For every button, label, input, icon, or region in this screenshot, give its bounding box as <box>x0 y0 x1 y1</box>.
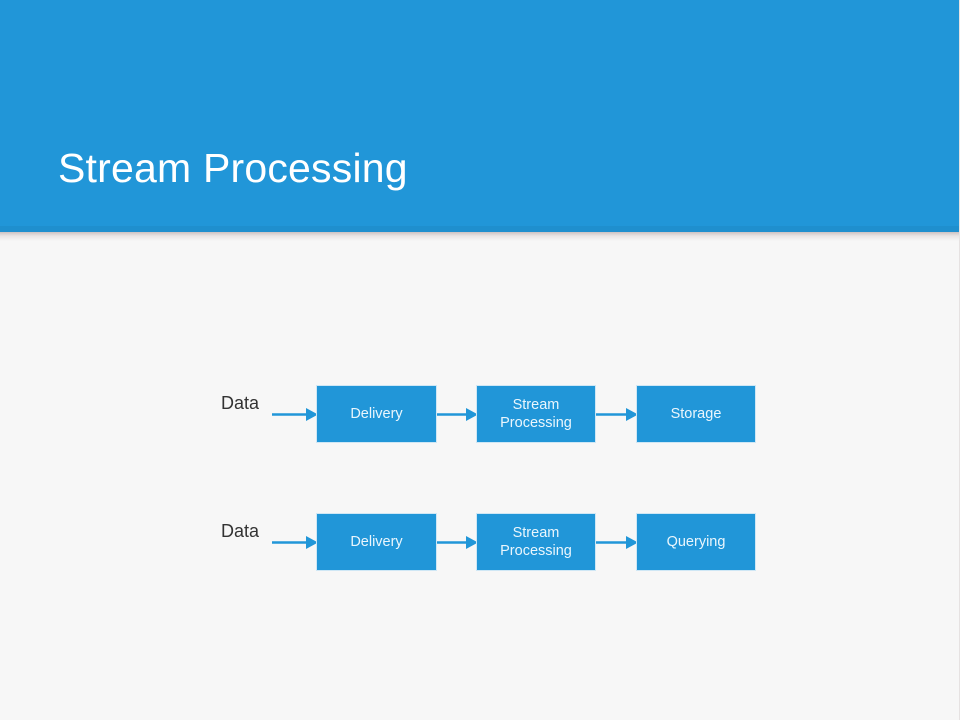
node-label-line: Stream <box>512 396 560 413</box>
header-bottom-edge <box>0 226 959 232</box>
node-stream-processing[interactable]: Stream Processing <box>476 513 596 571</box>
pipeline-row: Data Delivery Stream Processin <box>0 385 959 443</box>
arrow-icon <box>437 385 478 443</box>
node-label-line: Delivery <box>350 405 403 422</box>
node-delivery[interactable]: Delivery <box>316 385 437 443</box>
arrow-icon <box>437 513 478 571</box>
node-label-line: Delivery <box>350 533 403 550</box>
node-storage[interactable]: Storage <box>636 385 756 443</box>
pipeline-row: Data Delivery Stream Processin <box>0 513 959 571</box>
arrow-icon <box>596 385 638 443</box>
node-delivery[interactable]: Delivery <box>316 513 437 571</box>
node-label-line: Stream <box>512 524 560 541</box>
node-label-line: Processing <box>500 415 572 431</box>
node-label-line: Querying <box>666 533 726 550</box>
node-label-line: Storage <box>670 405 722 422</box>
node-querying[interactable]: Querying <box>636 513 756 571</box>
node-stream-processing[interactable]: Stream Processing <box>476 385 596 443</box>
arrow-icon <box>272 513 318 571</box>
page-title: Stream Processing <box>58 145 408 191</box>
arrow-icon <box>272 385 318 443</box>
header-drop-shadow <box>0 232 959 241</box>
source-label-data: Data <box>221 392 260 413</box>
source-label-data: Data <box>221 520 260 541</box>
node-label-line: Processing <box>500 543 572 559</box>
slide-header <box>0 0 959 230</box>
arrow-icon <box>596 513 638 571</box>
